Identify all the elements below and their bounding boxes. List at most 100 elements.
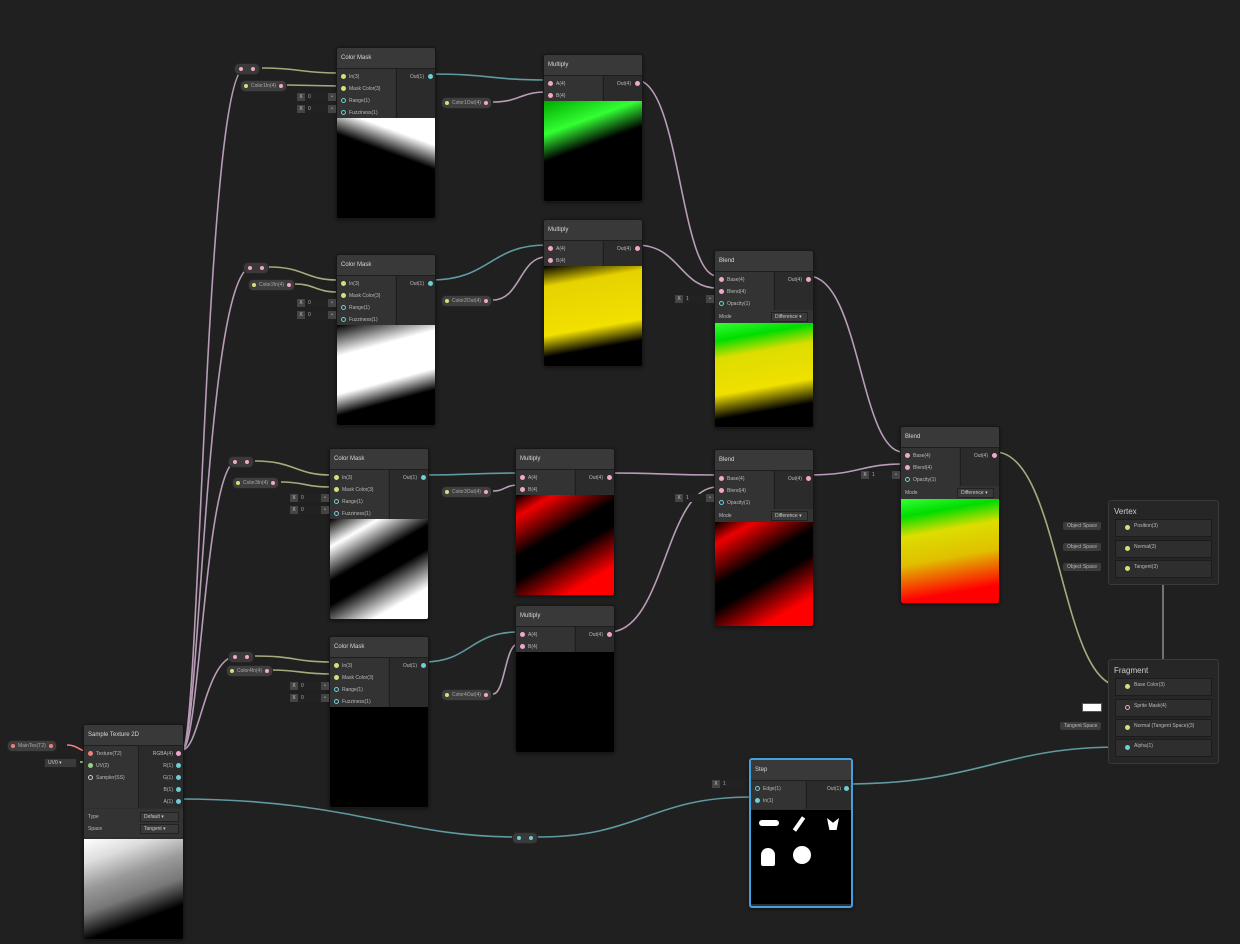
port-dot-icon[interactable] <box>88 751 93 756</box>
property-out-port-icon[interactable] <box>271 481 276 485</box>
tangent-space-tag[interactable]: Tangent Space <box>1060 722 1102 730</box>
port-dot-icon[interactable] <box>607 475 612 480</box>
property-out-port-icon[interactable] <box>483 693 488 697</box>
slider-handle-icon[interactable]: • <box>328 105 336 113</box>
property-out-port-icon[interactable] <box>279 84 284 88</box>
port-dot-icon[interactable] <box>520 632 525 637</box>
step-node[interactable]: Step Edge(1) In(1) Out(1) <box>749 758 853 908</box>
property-out-port-icon[interactable] <box>483 101 488 105</box>
object-space-tag[interactable]: Object Space <box>1063 563 1102 571</box>
object-space-tag[interactable]: Object Space <box>1063 522 1102 530</box>
port-dot-icon[interactable] <box>520 487 525 492</box>
port-dot-icon[interactable] <box>341 281 346 286</box>
slider-handle-icon[interactable]: • <box>328 311 336 319</box>
port-dot-icon[interactable] <box>992 453 997 458</box>
port-dot-icon[interactable] <box>719 277 724 282</box>
port-dot-icon[interactable] <box>719 301 724 306</box>
port-dot-icon[interactable] <box>88 775 93 780</box>
vertex-block-tangent[interactable]: Tangent(3) <box>1115 560 1212 578</box>
vertex-block-normal[interactable]: Normal(3) <box>1115 540 1212 558</box>
port-dot-icon[interactable] <box>341 98 346 103</box>
mode-dropdown[interactable]: Difference ▾ <box>771 511 808 521</box>
space-dropdown[interactable]: Tangent ▾ <box>140 824 179 834</box>
port-dot-icon[interactable] <box>428 281 433 286</box>
sample-texture-2d-node[interactable]: Sample Texture 2D Texture(T2) UV(2) Samp… <box>83 724 184 940</box>
port-dot-icon[interactable] <box>1125 705 1130 710</box>
port-dot-icon[interactable] <box>905 453 910 458</box>
color-property[interactable]: Color4Out(4) <box>441 689 492 701</box>
port-dot-icon[interactable] <box>1125 725 1130 730</box>
port-dot-icon[interactable] <box>548 93 553 98</box>
port-dot-icon[interactable] <box>334 511 339 516</box>
port-dot-icon[interactable] <box>905 477 910 482</box>
slider-handle-icon[interactable]: • <box>321 682 329 690</box>
slider-handle-icon[interactable]: • <box>321 506 329 514</box>
reroute-node[interactable] <box>243 262 269 274</box>
type-dropdown[interactable]: Default ▾ <box>140 812 179 822</box>
object-space-tag[interactable]: Object Space <box>1063 543 1102 551</box>
property-out-port-icon[interactable] <box>483 299 488 303</box>
property-out-port-icon[interactable] <box>483 490 488 494</box>
port-dot-icon[interactable] <box>341 86 346 91</box>
port-dot-icon[interactable] <box>176 763 181 768</box>
property-out-port-icon[interactable] <box>48 744 53 748</box>
port-dot-icon[interactable] <box>341 110 346 115</box>
fragment-block-base-color[interactable]: Base Color(3) <box>1115 678 1212 696</box>
slider-handle-icon[interactable]: • <box>706 295 714 303</box>
port-dot-icon[interactable] <box>421 475 426 480</box>
port-dot-icon[interactable] <box>520 644 525 649</box>
color-property[interactable]: Color1In(4) <box>240 80 288 92</box>
mode-dropdown[interactable]: Difference ▾ <box>957 488 994 498</box>
port-dot-icon[interactable] <box>334 699 339 704</box>
port-dot-icon[interactable] <box>176 751 181 756</box>
color-property[interactable]: Color3In(4) <box>232 477 280 489</box>
port-dot-icon[interactable] <box>806 277 811 282</box>
sprite-mask-color-swatch[interactable] <box>1082 703 1102 712</box>
property-out-port-icon[interactable] <box>287 283 292 287</box>
port-dot-icon[interactable] <box>176 799 181 804</box>
fragment-block-normal[interactable]: Normal (Tangent Space)(3) <box>1115 719 1212 737</box>
port-dot-icon[interactable] <box>1125 525 1130 530</box>
color-property[interactable]: Color4In(4) <box>226 665 274 677</box>
color-property[interactable]: Color2Out(4) <box>441 295 492 307</box>
reroute-node[interactable] <box>512 832 538 844</box>
slider-handle-icon[interactable]: • <box>328 299 336 307</box>
port-dot-icon[interactable] <box>719 500 724 505</box>
port-dot-icon[interactable] <box>428 74 433 79</box>
port-dot-icon[interactable] <box>341 305 346 310</box>
port-dot-icon[interactable] <box>755 798 760 803</box>
color-property[interactable]: Color3Out(4) <box>441 486 492 498</box>
port-dot-icon[interactable] <box>341 293 346 298</box>
port-dot-icon[interactable] <box>334 687 339 692</box>
property-out-port-icon[interactable] <box>265 669 270 673</box>
reroute-node[interactable] <box>234 63 260 75</box>
port-dot-icon[interactable] <box>334 487 339 492</box>
port-dot-icon[interactable] <box>1125 745 1130 750</box>
uv-channel-dropdown[interactable]: UV0 ▾ <box>44 758 77 768</box>
port-dot-icon[interactable] <box>548 246 553 251</box>
color-property[interactable]: Color1Out(4) <box>441 97 492 109</box>
port-dot-icon[interactable] <box>719 488 724 493</box>
reroute-node[interactable] <box>228 456 254 468</box>
port-dot-icon[interactable] <box>719 289 724 294</box>
vertex-block-position[interactable]: Position(3) <box>1115 519 1212 537</box>
port-dot-icon[interactable] <box>635 246 640 251</box>
slider-handle-icon[interactable]: • <box>328 93 336 101</box>
port-dot-icon[interactable] <box>88 763 93 768</box>
